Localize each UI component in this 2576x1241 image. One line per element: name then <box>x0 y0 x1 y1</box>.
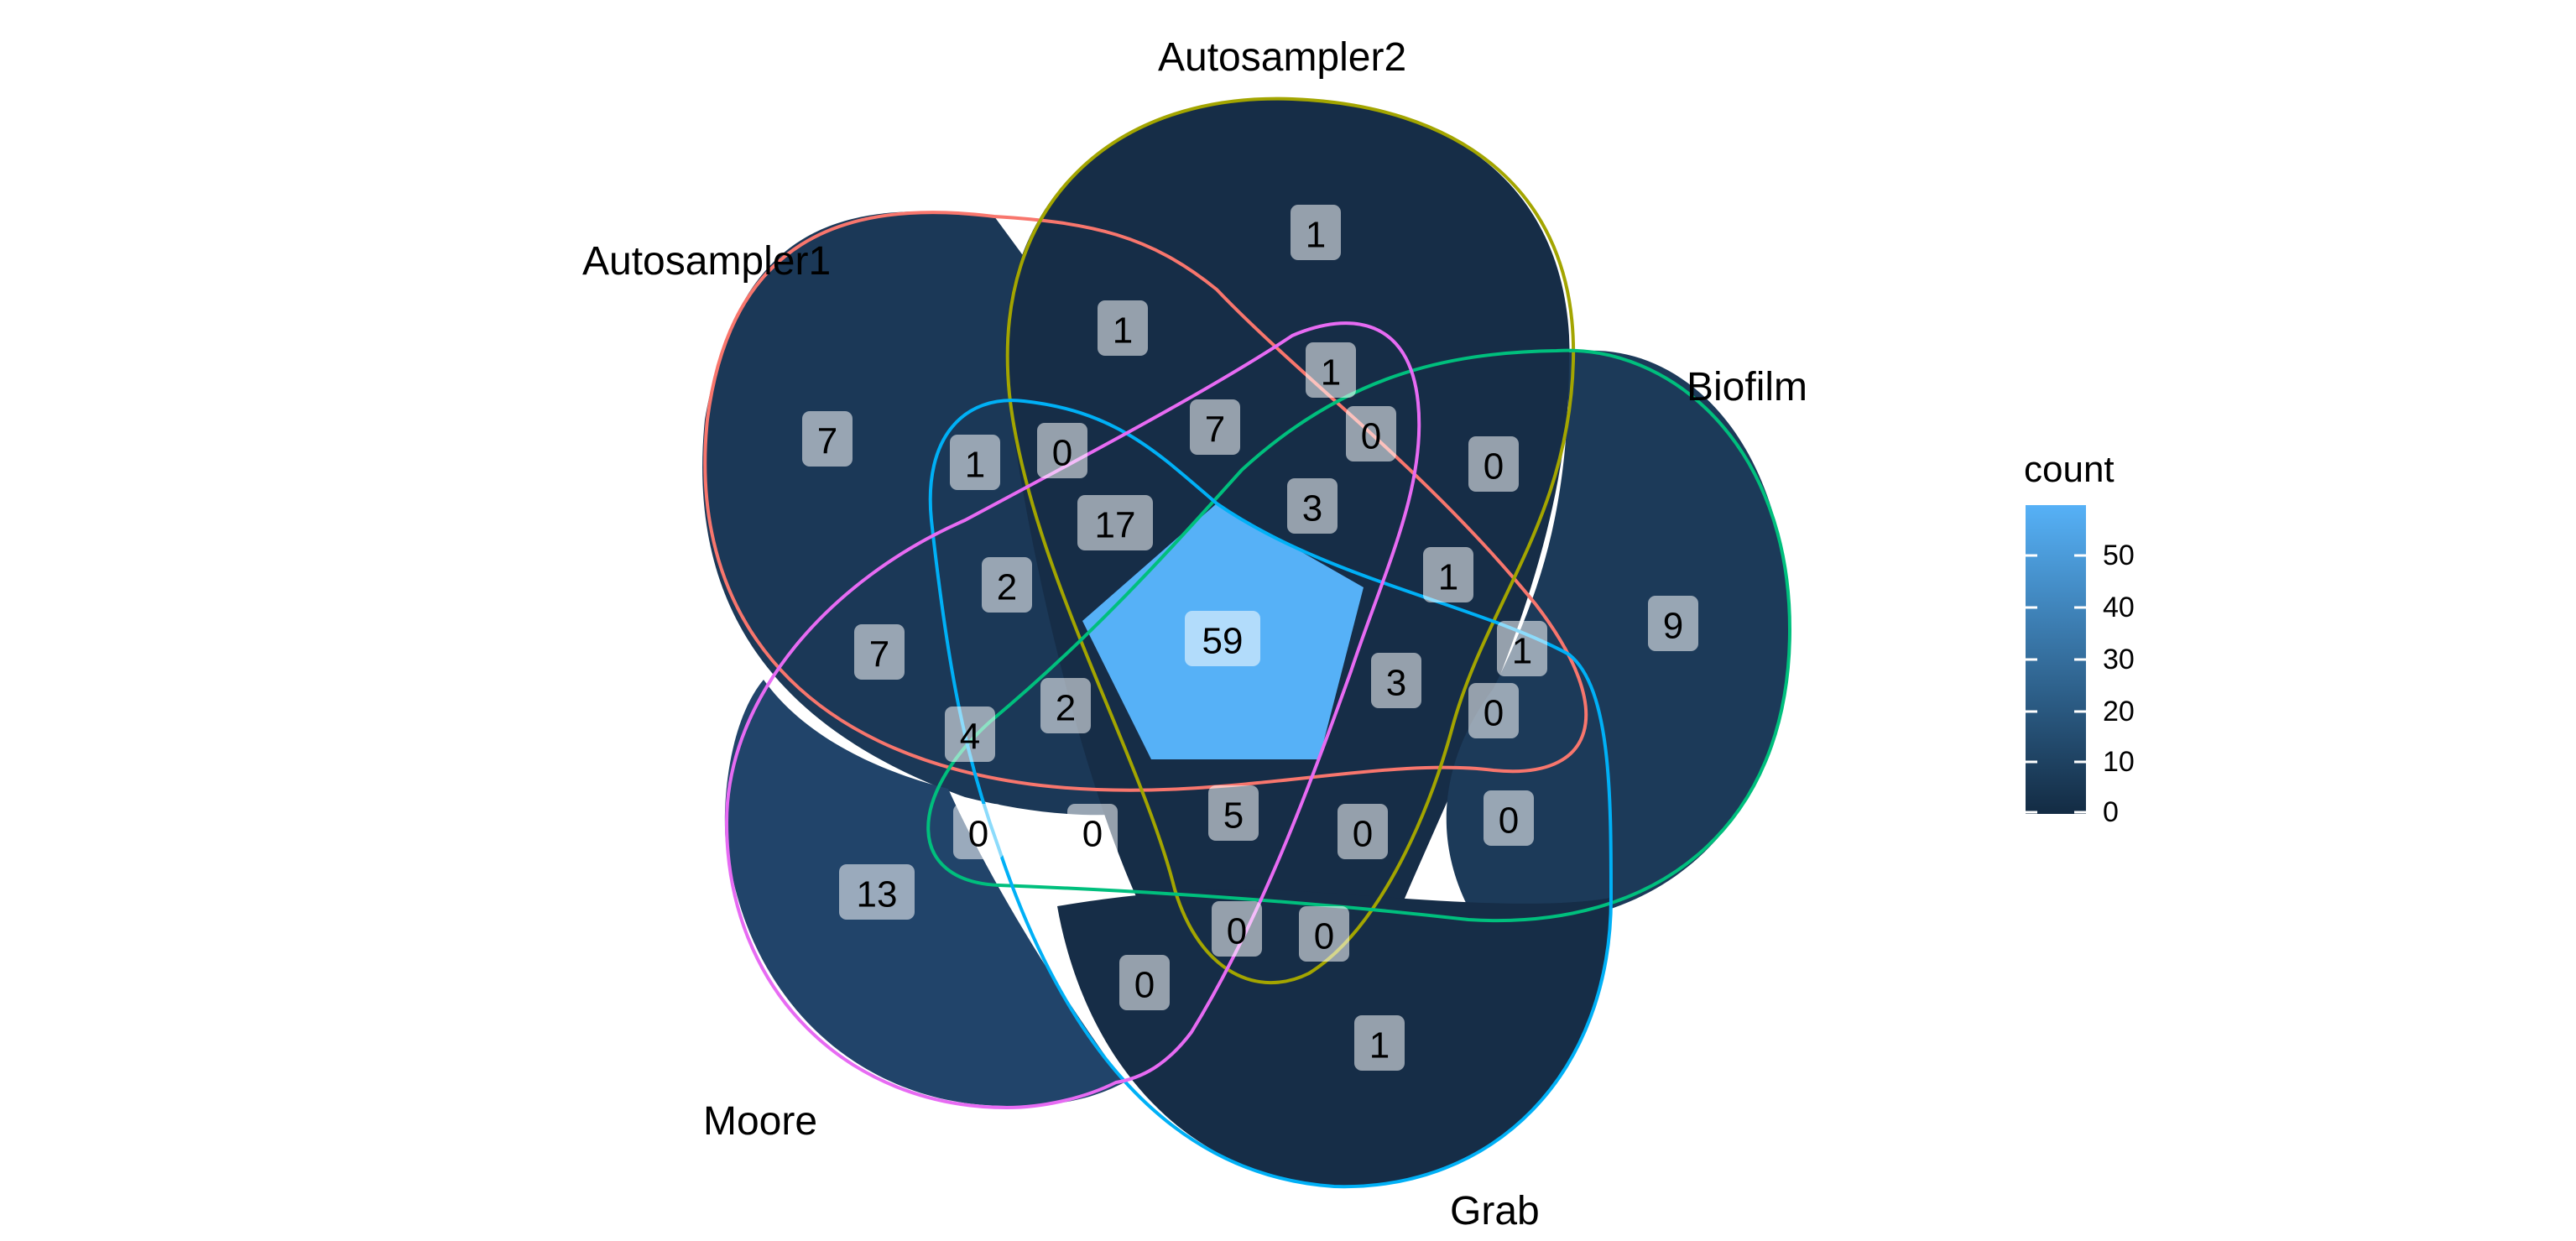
svg-text:0: 0 <box>1484 446 1504 488</box>
autosampler2-outline <box>1005 96 1576 985</box>
svg-text:0: 0 <box>1227 911 1247 952</box>
count-label: 3 <box>1287 478 1338 534</box>
count-label: 59 <box>1185 611 1260 666</box>
svg-text:2: 2 <box>997 567 1017 608</box>
count-label: 0 <box>1037 423 1087 478</box>
count-label: 0 <box>953 804 1004 859</box>
svg-text:0: 0 <box>1314 916 1334 957</box>
legend-tick-label: 10 <box>2103 746 2135 778</box>
legend-tick-label: 0 <box>2103 796 2119 828</box>
count-label: 0 <box>1299 906 1349 962</box>
count-label: 7 <box>854 624 905 680</box>
label-grab: Grab <box>1450 1189 1540 1233</box>
legend-title: count <box>2024 449 2115 490</box>
svg-text:7: 7 <box>1205 409 1225 451</box>
svg-text:9: 9 <box>1663 606 1683 647</box>
svg-text:5: 5 <box>1223 795 1244 837</box>
count-label: 0 <box>1484 790 1534 846</box>
count-label: 1 <box>1306 342 1356 398</box>
svg-text:3: 3 <box>1302 488 1322 529</box>
count-label: 1 <box>950 435 1000 490</box>
label-moore: Moore <box>703 1099 817 1144</box>
set-outlines <box>703 96 1792 1189</box>
count-label: 0 <box>1212 901 1262 957</box>
count-label: 4 <box>945 707 995 762</box>
biofilm-fill <box>1446 350 1790 925</box>
count-label: 0 <box>1338 804 1388 859</box>
label-autosampler2: Autosampler2 <box>1158 35 1406 80</box>
count-label: 3 <box>1371 653 1421 708</box>
svg-text:7: 7 <box>869 634 889 675</box>
svg-text:0: 0 <box>1361 416 1381 457</box>
count-label: 13 <box>839 864 915 920</box>
legend-tick-label: 30 <box>2103 644 2135 675</box>
moore-fill <box>724 680 1124 1107</box>
count-label: 0 <box>1468 436 1519 492</box>
set-labels: Autosampler1 Autosampler2 Biofilm Grab M… <box>582 35 1807 1233</box>
svg-text:59: 59 <box>1202 621 1244 662</box>
legend: count 50 40 30 20 10 0 <box>2024 449 2135 828</box>
count-label: 1 <box>1098 300 1148 356</box>
svg-text:1: 1 <box>1512 631 1532 672</box>
svg-text:0: 0 <box>1052 433 1072 474</box>
count-label: 0 <box>1468 683 1519 738</box>
count-label: 2 <box>1040 678 1091 733</box>
count-label: 9 <box>1648 596 1698 651</box>
svg-text:1: 1 <box>1321 352 1341 394</box>
svg-text:1: 1 <box>1306 215 1326 256</box>
svg-text:1: 1 <box>1113 310 1133 352</box>
svg-text:17: 17 <box>1095 505 1136 546</box>
label-biofilm: Biofilm <box>1687 365 1807 409</box>
region-counts: 7 1 9 1 13 1 1 7 0 0 1 0 17 3 1 2 59 7 1… <box>802 205 1698 1071</box>
svg-text:0: 0 <box>1353 814 1373 855</box>
count-label: 1 <box>1354 1015 1405 1071</box>
count-label: 1 <box>1497 621 1547 676</box>
svg-text:0: 0 <box>1082 814 1103 855</box>
count-label: 1 <box>1291 205 1341 260</box>
svg-text:7: 7 <box>817 421 837 462</box>
svg-text:1: 1 <box>965 445 985 486</box>
svg-text:0: 0 <box>1499 800 1519 842</box>
count-label: 2 <box>982 557 1032 613</box>
legend-ticks <box>2026 554 2086 814</box>
svg-text:0: 0 <box>968 814 988 855</box>
svg-text:2: 2 <box>1056 688 1076 729</box>
biofilm-outline <box>926 348 1792 923</box>
moore-outline <box>724 321 1421 1110</box>
svg-text:13: 13 <box>857 874 898 915</box>
count-label: 0 <box>1067 804 1118 859</box>
count-label: 0 <box>1346 406 1396 461</box>
count-label: 1 <box>1423 547 1473 602</box>
legend-tick-label: 50 <box>2103 540 2135 571</box>
grab-outline <box>928 399 1614 1189</box>
svg-text:3: 3 <box>1386 663 1406 704</box>
label-autosampler1: Autosampler1 <box>582 239 831 284</box>
svg-text:1: 1 <box>1369 1025 1390 1066</box>
count-label: 17 <box>1077 495 1153 550</box>
svg-text:4: 4 <box>960 717 980 758</box>
legend-tick-label: 40 <box>2103 592 2135 623</box>
count-label: 7 <box>802 411 853 467</box>
svg-text:0: 0 <box>1134 965 1155 1006</box>
legend-tick-label: 20 <box>2103 696 2135 727</box>
svg-text:0: 0 <box>1484 693 1504 734</box>
svg-text:1: 1 <box>1438 557 1458 598</box>
grab-fill <box>1057 889 1611 1187</box>
autosampler1-outline <box>703 211 1588 792</box>
count-label: 0 <box>1119 955 1170 1010</box>
count-label: 5 <box>1208 785 1259 841</box>
count-label: 7 <box>1190 399 1240 455</box>
